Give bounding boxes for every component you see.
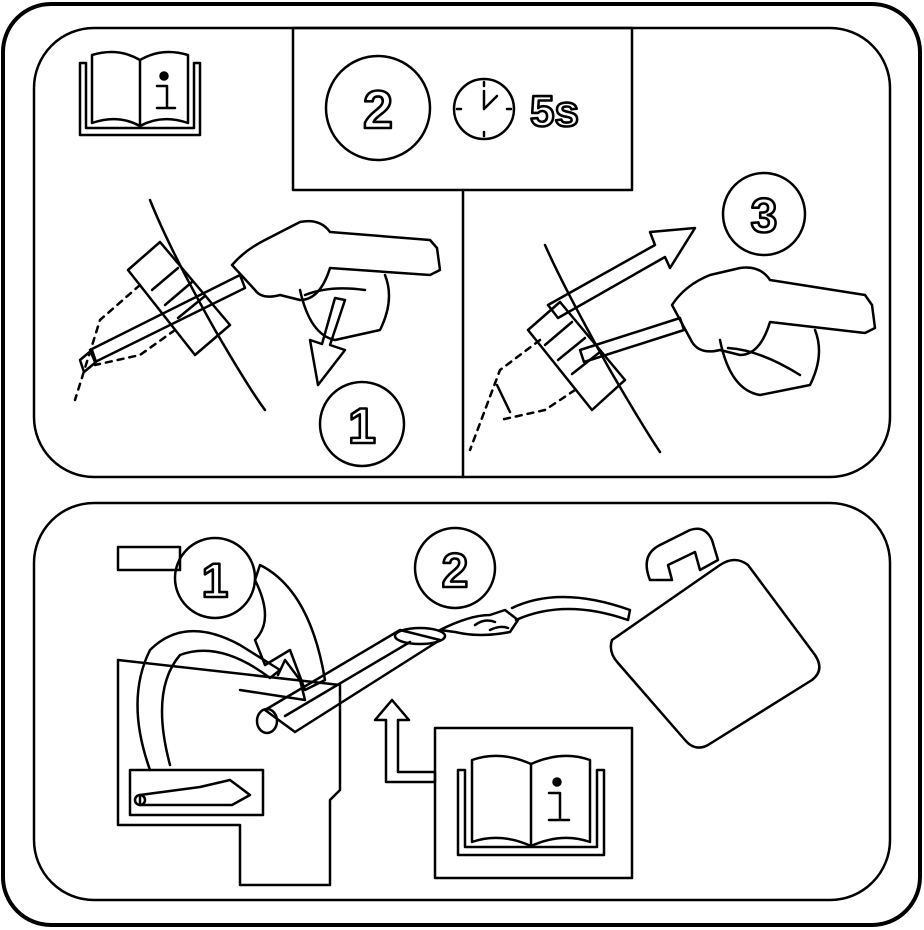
step-circle-2 bbox=[413, 526, 497, 610]
left-step-number: 1 bbox=[348, 398, 376, 454]
step-circle-2 bbox=[324, 54, 432, 162]
hose-curve bbox=[136, 629, 282, 772]
holster-slot bbox=[128, 768, 265, 817]
canister-hose bbox=[510, 595, 632, 622]
nozzle-withdrawn-illustration: 3 bbox=[468, 171, 877, 454]
right-step-number: 3 bbox=[751, 190, 778, 243]
top-panel: 2 5s 1 bbox=[32, 26, 892, 479]
bottom-panel: 1 2 bbox=[32, 501, 892, 902]
wait-step-box: 2 5s bbox=[291, 26, 634, 192]
up-arrow bbox=[373, 698, 437, 784]
step-circle-1 bbox=[173, 536, 257, 620]
insert-arrow bbox=[253, 563, 327, 692]
clock-icon bbox=[452, 77, 516, 141]
filler-pipe-dashed bbox=[73, 283, 177, 402]
canister-handle bbox=[645, 527, 720, 582]
wait-duration: 5s bbox=[530, 87, 579, 136]
vehicle-body-curve bbox=[543, 243, 662, 454]
up-arrow bbox=[546, 226, 697, 320]
filler-neck bbox=[526, 300, 627, 412]
down-arrow bbox=[308, 296, 347, 387]
nozzle-spout bbox=[88, 273, 247, 364]
filler-neck bbox=[126, 240, 232, 357]
nozzle-body bbox=[670, 266, 877, 357]
book-info-icon bbox=[78, 50, 202, 137]
nozzle-lever bbox=[718, 328, 821, 397]
nozzle-pipe bbox=[255, 626, 447, 735]
book-info-icon bbox=[456, 754, 606, 857]
step-circle-3 bbox=[721, 171, 807, 257]
filler-pipe-dashed bbox=[468, 338, 577, 452]
wait-step-number: 2 bbox=[363, 80, 393, 140]
manual-info-box bbox=[433, 726, 634, 880]
bottom-panel-border bbox=[32, 501, 892, 902]
drip-mark bbox=[495, 383, 512, 414]
nozzle-inserted-illustration: 1 bbox=[73, 198, 442, 468]
nozzle-lever bbox=[298, 273, 391, 342]
step-circle-1 bbox=[318, 380, 406, 468]
vehicle-body-curve bbox=[148, 198, 267, 412]
pump-holster: 1 bbox=[116, 536, 342, 887]
bottom-step-1: 1 bbox=[202, 555, 229, 608]
fuel-canister bbox=[609, 527, 821, 749]
bottom-step-2: 2 bbox=[442, 545, 469, 598]
nozzle-spout bbox=[578, 316, 686, 364]
leak-illustration: 2 bbox=[413, 526, 520, 637]
nozzle-body bbox=[230, 219, 442, 302]
